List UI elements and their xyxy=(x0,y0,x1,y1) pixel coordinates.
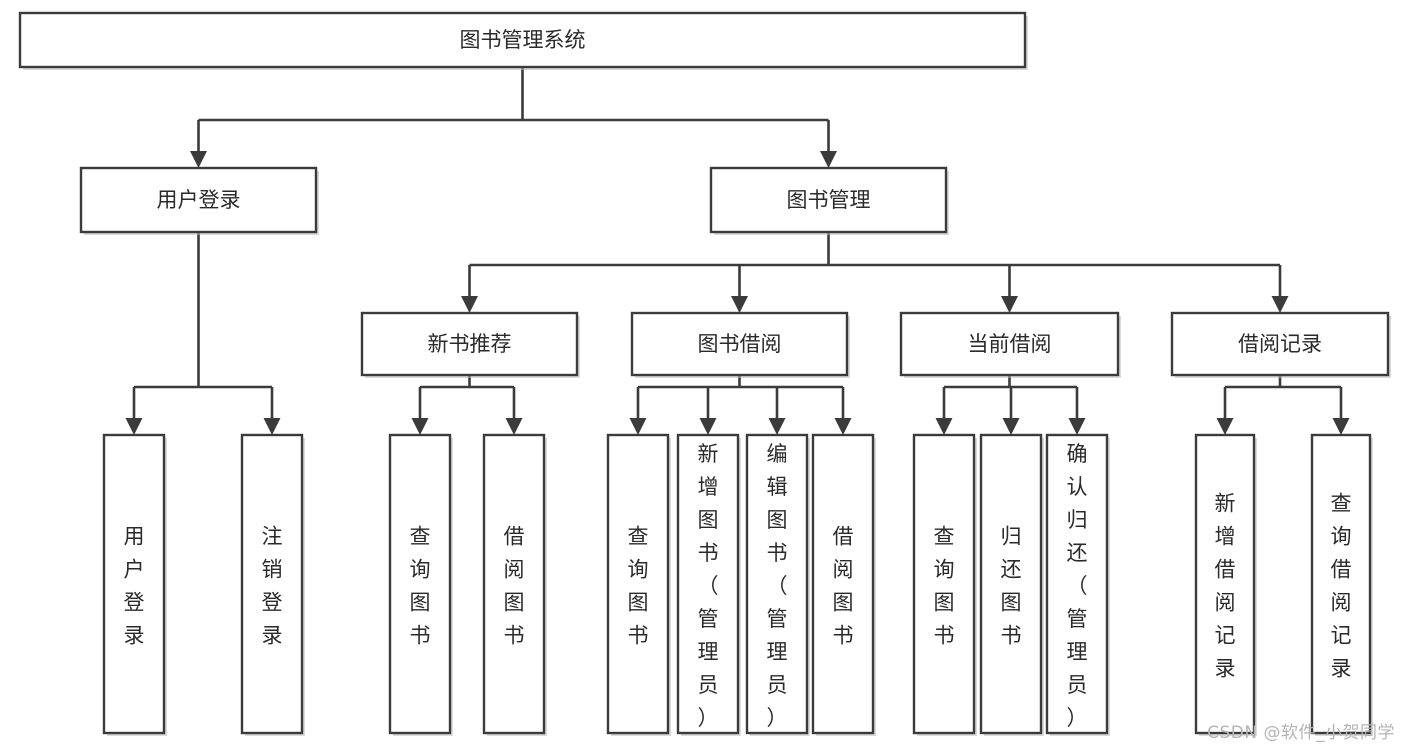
node-box[interactable] xyxy=(1310,433,1372,735)
node-box[interactable] xyxy=(360,311,579,377)
node-box[interactable] xyxy=(606,433,670,735)
node-login[interactable]: 用户登录 xyxy=(79,166,319,235)
node-leaf9[interactable]: 查询图书 xyxy=(912,433,977,736)
node-leaf11[interactable]: 确认归还（管理员） xyxy=(1045,433,1110,736)
node-leaf10[interactable]: 归还图书 xyxy=(979,433,1044,736)
node-label: 归还图书 xyxy=(1001,525,1022,648)
node-leaf6[interactable]: 新增图书（管理员） xyxy=(676,433,741,736)
node-box[interactable] xyxy=(388,433,452,735)
node-box[interactable] xyxy=(18,11,1027,69)
node-box[interactable] xyxy=(811,433,875,735)
node-box[interactable] xyxy=(979,433,1043,735)
node-box[interactable] xyxy=(630,311,849,377)
node-box[interactable] xyxy=(482,433,546,735)
node-leaf8[interactable]: 借阅图书 xyxy=(811,433,876,736)
node-bookmgmt[interactable]: 图书管理 xyxy=(709,166,949,235)
node-label: 图书借阅 xyxy=(698,332,782,356)
node-label: 确认归还（管理员） xyxy=(1067,442,1088,730)
node-box[interactable] xyxy=(102,433,166,735)
node-label: 用户登录 xyxy=(124,525,145,648)
node-borrow[interactable]: 图书借阅 xyxy=(630,311,850,378)
node-label: 图书管理 xyxy=(787,188,871,212)
node-newbook[interactable]: 新书推荐 xyxy=(360,311,580,378)
node-label: 图书管理系统 xyxy=(460,28,586,52)
node-label: 查询图书 xyxy=(410,525,431,648)
node-box[interactable] xyxy=(1170,311,1390,377)
node-box[interactable] xyxy=(912,433,976,735)
node-box[interactable] xyxy=(709,166,948,234)
node-label: 查询图书 xyxy=(628,525,649,648)
node-label: 编辑图书（管理员） xyxy=(767,442,788,730)
node-label: 借阅图书 xyxy=(504,525,525,648)
node-leaf1[interactable]: 用户登录 xyxy=(102,433,167,736)
node-label: 注销登录 xyxy=(262,525,283,648)
node-root[interactable]: 图书管理系统 xyxy=(18,11,1028,70)
node-current[interactable]: 当前借阅 xyxy=(899,311,1121,378)
node-leaf5[interactable]: 查询图书 xyxy=(606,433,671,736)
node-label: 新书推荐 xyxy=(428,332,512,356)
node-label: 查询借阅记录 xyxy=(1331,492,1352,681)
node-label: 用户登录 xyxy=(157,188,241,212)
node-leaf3[interactable]: 查询图书 xyxy=(388,433,453,736)
node-leaf7[interactable]: 编辑图书（管理员） xyxy=(745,433,810,736)
node-box[interactable] xyxy=(1194,433,1256,735)
node-record[interactable]: 借阅记录 xyxy=(1170,311,1391,378)
node-label: 新增借阅记录 xyxy=(1215,492,1236,681)
node-leaf2[interactable]: 注销登录 xyxy=(240,433,305,736)
node-label: 借阅记录 xyxy=(1238,332,1322,356)
edges-layer xyxy=(125,67,1350,435)
nodes-layer: 图书管理系统用户登录图书管理新书推荐图书借阅当前借阅借阅记录用户登录注销登录查询… xyxy=(18,11,1391,736)
node-label: 借阅图书 xyxy=(833,525,854,648)
node-label: 查询图书 xyxy=(934,525,955,648)
node-box[interactable] xyxy=(899,311,1120,377)
node-box[interactable] xyxy=(1045,433,1109,735)
node-box[interactable] xyxy=(240,433,304,735)
node-label: 当前借阅 xyxy=(968,332,1052,356)
node-label: 新增图书（管理员） xyxy=(698,442,719,730)
node-box[interactable] xyxy=(745,433,809,735)
node-leaf13[interactable]: 查询借阅记录 xyxy=(1310,433,1373,736)
node-leaf4[interactable]: 借阅图书 xyxy=(482,433,547,736)
node-box[interactable] xyxy=(676,433,740,735)
node-leaf12[interactable]: 新增借阅记录 xyxy=(1194,433,1257,736)
node-box[interactable] xyxy=(79,166,318,234)
